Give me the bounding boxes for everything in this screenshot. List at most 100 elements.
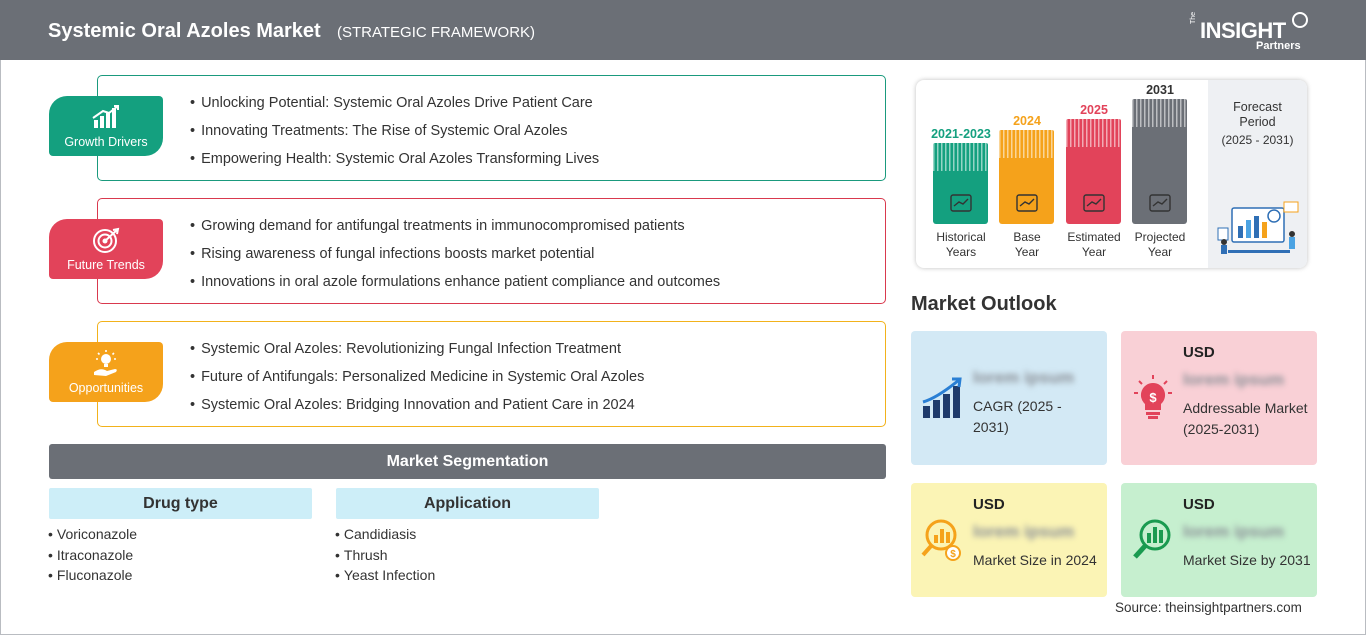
list-item: Itraconazole xyxy=(48,547,137,568)
timeline-year-4: 2031 xyxy=(1146,83,1174,97)
size-2031-description: Market Size by 2031 xyxy=(1183,552,1311,568)
timeline-label-line2: Year xyxy=(1147,244,1173,259)
list-item: Future of Antifungals: Personalized Medi… xyxy=(190,369,644,397)
list-item: Empowering Health: Systemic Oral Azoles … xyxy=(190,151,599,179)
growth-drivers-card: Unlocking Potential: Systemic Oral Azole… xyxy=(97,75,886,181)
list-item: Rising awareness of fungal infections bo… xyxy=(190,246,720,274)
list-item: Candidiasis xyxy=(335,526,435,547)
forecast-period: (2025 - 2031) xyxy=(1221,133,1294,147)
logo-ring-icon xyxy=(1292,12,1308,28)
addressable-description: Addressable Market (2025-2031) xyxy=(1183,400,1308,437)
timeline-year-1: 2021-2023 xyxy=(931,127,991,141)
list-item: Innovations in oral azole formulations e… xyxy=(190,274,720,302)
growth-chart-icon xyxy=(49,104,163,135)
list-item: Voriconazole xyxy=(48,526,137,547)
history-icon xyxy=(950,194,972,212)
timeline-label-line1: Historical xyxy=(936,230,986,244)
dollar-search-icon: $ xyxy=(921,519,961,561)
size-2024-usd: USD xyxy=(973,496,1005,513)
list-item: Thrush xyxy=(335,547,435,568)
list-item: Growing demand for antifungal treatments… xyxy=(190,218,720,246)
logo-partners: Partners xyxy=(1256,40,1301,52)
hand-bulb-icon xyxy=(49,350,163,383)
source-note: Source: theinsightpartners.com xyxy=(1115,600,1302,615)
timeline-label-line1: Projected xyxy=(1134,230,1186,244)
list-item: Unlocking Potential: Systemic Oral Azole… xyxy=(190,95,599,123)
timeline-label-line2: Year xyxy=(1081,244,1107,259)
growth-drivers-label: Growth Drivers xyxy=(64,135,148,149)
timeline-bar-2 xyxy=(999,130,1054,224)
timeline-label-line2: Years xyxy=(945,244,977,259)
list-item: Innovating Treatments: The Rise of Syste… xyxy=(190,123,599,151)
bar-stripes xyxy=(1132,99,1187,127)
analytics-illustration-icon xyxy=(1217,201,1299,254)
application-list: Candidiasis Thrush Yeast Infection xyxy=(335,526,435,588)
page-subtitle: (STRATEGIC FRAMEWORK) xyxy=(337,24,536,41)
future-trends-list: Growing demand for antifungal treatments… xyxy=(190,218,720,302)
drug-type-heading: Drug type xyxy=(49,488,312,519)
cagr-value: lorem ipsum xyxy=(973,368,1075,387)
addressable-market-box: $ USD lorem ipsum Addressable Market (20… xyxy=(1121,331,1317,465)
timeline-bar-4 xyxy=(1132,99,1187,224)
cagr-box: lorem ipsum CAGR (2025 - 2031) xyxy=(911,331,1107,465)
bar-stripes xyxy=(999,130,1054,158)
list-item: Yeast Infection xyxy=(335,567,435,588)
cagr-description: CAGR (2025 - 2031) xyxy=(973,398,1062,435)
future-trends-tag: Future Trends xyxy=(49,219,163,279)
size-2031-usd: USD xyxy=(1183,496,1215,513)
application-heading: Application xyxy=(336,488,599,519)
logo-the: The xyxy=(1190,11,1197,24)
growth-drivers-list: Unlocking Potential: Systemic Oral Azole… xyxy=(190,95,599,179)
market-segmentation-bar: Market Segmentation xyxy=(49,444,886,479)
opportunities-list: Systemic Oral Azoles: Revolutionizing Fu… xyxy=(190,341,644,425)
forecast-title: Forecast Period xyxy=(1208,100,1307,130)
opportunities-label: Opportunities xyxy=(68,381,144,395)
insight-partners-logo: The INSIGHT Partners xyxy=(1190,10,1310,54)
timeline-label-line1: Estimated xyxy=(1067,230,1121,244)
opportunities-tag: Opportunities xyxy=(49,342,163,402)
timeline-label-line1: Base xyxy=(1013,230,1041,244)
opportunities-card: Systemic Oral Azoles: Revolutionizing Fu… xyxy=(97,321,886,427)
bar-stripes xyxy=(933,143,988,171)
timeline-bar-1 xyxy=(933,143,988,224)
svg-text:$: $ xyxy=(1149,390,1157,405)
header-bar: Systemic Oral Azoles Market (STRATEGIC F… xyxy=(0,0,1366,60)
page-title: Systemic Oral Azoles Market xyxy=(48,20,321,42)
addressable-usd: USD xyxy=(1183,344,1215,361)
market-size-2024-box: $ USD lorem ipsum Market Size in 2024 xyxy=(911,483,1107,597)
projection-icon xyxy=(1149,194,1171,212)
future-trends-label: Future Trends xyxy=(67,258,145,272)
drug-type-list: Voriconazole Itraconazole Fluconazole xyxy=(48,526,137,588)
chart-search-icon xyxy=(1133,519,1171,559)
logo-insight: INSIGHT xyxy=(1200,18,1286,43)
timeline-label-line2: Year xyxy=(1014,244,1040,259)
target-icon xyxy=(49,227,163,260)
forecast-title-line2: Period xyxy=(1239,115,1276,129)
growth-drivers-tag: Growth Drivers xyxy=(49,96,163,156)
list-item: Fluconazole xyxy=(48,567,137,588)
timeline-year-2: 2024 xyxy=(1013,114,1041,128)
size-2031-value: lorem ipsum xyxy=(1183,522,1285,541)
forecast-title-line1: Forecast xyxy=(1233,100,1282,114)
timeline-bar-3 xyxy=(1066,119,1121,224)
forecast-period-panel: Forecast Period (2025 - 2031) xyxy=(1208,80,1307,268)
bar-stripes xyxy=(1066,119,1121,147)
size-2024-description: Market Size in 2024 xyxy=(973,552,1097,568)
svg-text:$: $ xyxy=(950,549,956,560)
list-item: Systemic Oral Azoles: Revolutionizing Fu… xyxy=(190,341,644,369)
future-trends-card: Growing demand for antifungal treatments… xyxy=(97,198,886,304)
calendar-icon xyxy=(1016,194,1038,212)
estimate-icon xyxy=(1083,194,1105,212)
growth-chart-icon xyxy=(922,377,962,418)
market-size-2031-box: USD lorem ipsum Market Size by 2031 xyxy=(1121,483,1317,597)
addressable-value: lorem ipsum xyxy=(1183,370,1285,389)
list-item: Systemic Oral Azoles: Bridging Innovatio… xyxy=(190,397,644,425)
dollar-bulb-icon: $ xyxy=(1134,375,1172,419)
timeline-year-3: 2025 xyxy=(1080,103,1108,117)
size-2024-value: lorem ipsum xyxy=(973,522,1075,541)
market-outlook-title: Market Outlook xyxy=(911,293,1057,315)
